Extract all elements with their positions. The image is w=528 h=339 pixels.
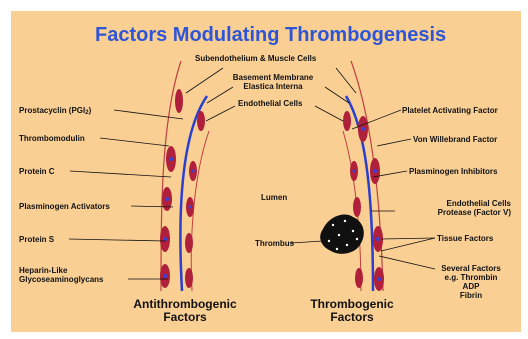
endothelial-cell (343, 111, 351, 131)
label-protein-s: Protein S (19, 235, 54, 244)
label-basement-membrane: Basement Membrane Elastica Interna (223, 73, 323, 91)
label-several-factors-line2: e.g. Thrombin (425, 273, 517, 282)
label-several-factors-line4: Fibrin (425, 291, 517, 300)
endothelial-cell (185, 233, 193, 253)
label-several-factors-line1: Several Factors (425, 264, 517, 273)
endothelial-cell (355, 268, 363, 288)
label-endothelial-protease-line2: Protease (Factor V) (397, 208, 511, 217)
label-thrombogenic-line2: Factors (297, 311, 407, 324)
left-vessel-wall (160, 61, 209, 291)
label-several-factors-line3: ADP (425, 282, 517, 291)
label-endothelial-protease-line1: Endothelial Cells (397, 199, 511, 208)
label-prostacyclin: Prostacyclin (PGI2) (19, 106, 91, 115)
endothelial-cell (353, 197, 361, 217)
label-protein-c: Protein C (19, 167, 55, 176)
label-antithrombogenic-factors: Antithrombogenic Factors (123, 298, 247, 324)
label-basement-membrane-line1: Basement Membrane (223, 73, 323, 82)
label-plasminogen-activators: Plasminogen Activators (19, 202, 110, 211)
endothelial-cell (197, 111, 205, 131)
label-basement-membrane-line2: Elastica Interna (223, 82, 323, 91)
label-endothelial-cells: Endothelial Cells (238, 99, 302, 108)
endothelial-cell (185, 268, 193, 288)
label-antithrombogenic-line2: Factors (123, 311, 247, 324)
label-thrombus: Thrombus (255, 239, 294, 248)
label-endothelial-protease: Endothelial Cells Protease (Factor V) (397, 199, 511, 217)
muscle-cell (175, 89, 183, 113)
label-plasminogen-inhibitors: Plasminogen Inhibitors (409, 167, 497, 176)
label-von-willebrand-factor: Von Willebrand Factor (413, 135, 497, 144)
left-endothelium-line (191, 131, 209, 291)
label-heparin: Heparin-Like Glycoseaminoglycans (19, 266, 103, 284)
label-heparin-line1: Heparin-Like (19, 266, 103, 275)
label-lumen: Lumen (261, 193, 287, 202)
label-several-factors: Several Factors e.g. Thrombin ADP Fibrin (425, 264, 517, 300)
label-thrombogenic-factors: Thrombogenic Factors (297, 298, 407, 324)
label-platelet-activating-factor: Platelet Activating Factor (402, 106, 498, 115)
diagram-slide: Factors Modulating Thrombogenesis Subend… (11, 11, 521, 332)
label-heparin-line2: Glycoseaminoglycans (19, 275, 103, 284)
label-thrombomodulin: Thrombomodulin (19, 134, 85, 143)
label-subendothelium: Subendothelium & Muscle Cells (195, 54, 316, 63)
label-tissue-factors: Tissue Factors (437, 234, 493, 243)
thrombus-shape (320, 214, 364, 253)
page-title: Factors Modulating Thrombogenesis (95, 24, 446, 46)
